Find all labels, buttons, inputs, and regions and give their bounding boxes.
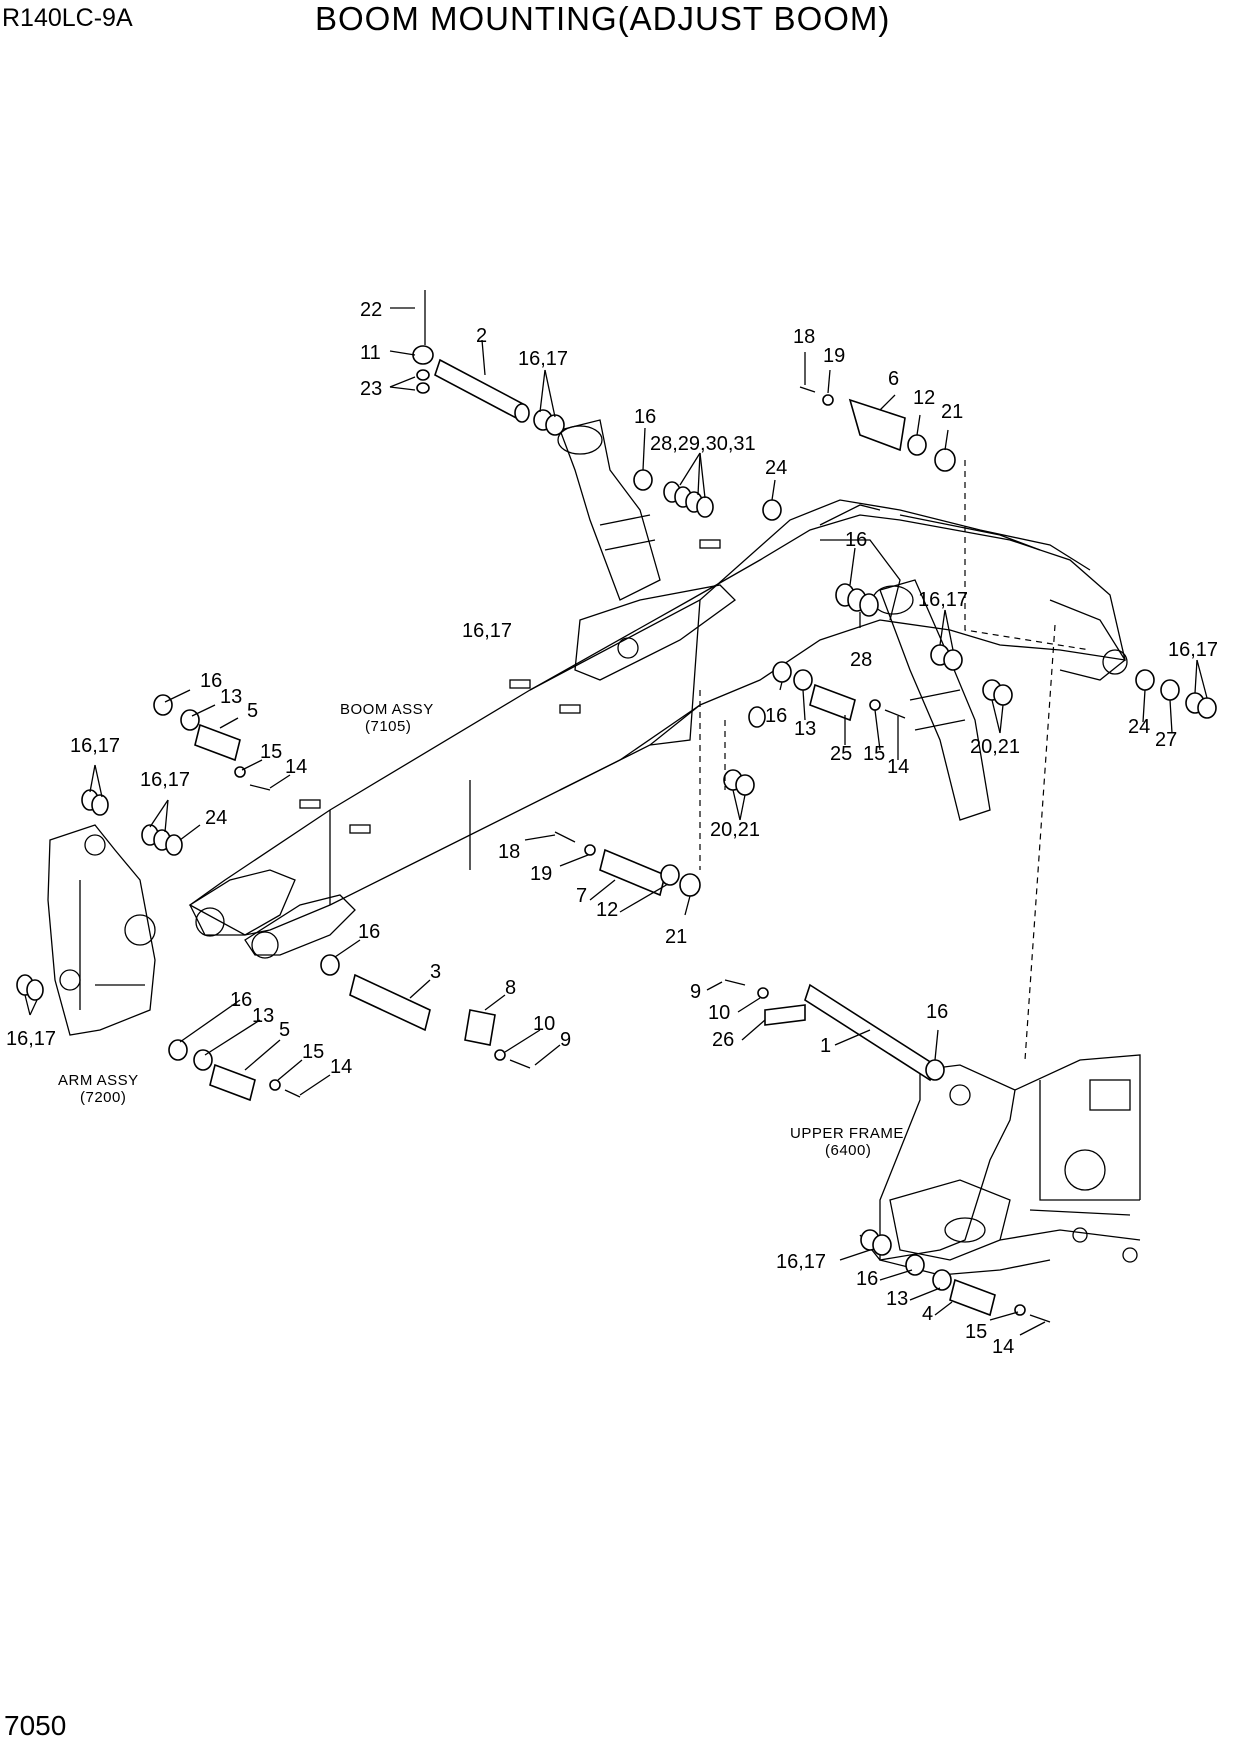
callout-24: 24 (205, 807, 227, 829)
callout-15: 15 (302, 1041, 324, 1063)
callout-12: 12 (596, 899, 618, 921)
callout-19: 19 (823, 345, 845, 367)
callout-9: 9 (560, 1029, 571, 1051)
callout-14: 14 (285, 756, 307, 778)
callout-5: 5 (247, 700, 258, 722)
callout-21: 21 (941, 401, 963, 423)
arm-assy-ref: (7200) (80, 1089, 126, 1106)
callout-13: 13 (886, 1288, 908, 1310)
callout-13: 13 (794, 718, 816, 740)
page-number: 7050 (4, 1710, 67, 1741)
callout-12: 12 (913, 387, 935, 409)
callout-16: 16 (856, 1268, 878, 1290)
loose-parts (16, 290, 1217, 1323)
callout-16-17: 16,17 (1168, 639, 1218, 661)
callout-24: 24 (765, 457, 787, 479)
callout-28-29-30-31: 28,29,30,31 (650, 433, 756, 455)
arm-assy-label: ARM ASSY (58, 1072, 139, 1089)
callout-16: 16 (200, 670, 222, 692)
callout-28: 28 (850, 649, 872, 671)
callout-15: 15 (260, 741, 282, 763)
callout-27: 27 (1155, 729, 1177, 751)
callout-16-17: 16,17 (918, 589, 968, 611)
callout-20-21: 20,21 (710, 819, 760, 841)
callout-16-17: 16,17 (518, 348, 568, 370)
callout-13: 13 (220, 686, 242, 708)
callout-9: 9 (690, 981, 701, 1003)
callout-5: 5 (279, 1019, 290, 1041)
callout-16-17: 16,17 (462, 620, 512, 642)
callout-24: 24 (1128, 716, 1150, 738)
callout-16: 16 (634, 406, 656, 428)
callout-13: 13 (252, 1005, 274, 1027)
callout-18: 18 (498, 841, 520, 863)
callout-labels: 22 11 23 2 16,17 16 28,29,30,31 18 19 6 … (6, 299, 1218, 1358)
model-number: R140LC-9A (2, 4, 133, 32)
upper-frame-label: UPPER FRAME (790, 1125, 904, 1142)
callout-10: 10 (708, 1002, 730, 1024)
callout-8: 8 (505, 977, 516, 999)
callout-16-17: 16,17 (140, 769, 190, 791)
callout-21: 21 (665, 926, 687, 948)
callout-20-21: 20,21 (970, 736, 1020, 758)
assembly-guide-lines (699, 460, 1091, 1061)
arm-assembly-drawing (47, 824, 156, 1036)
callout-15: 15 (863, 743, 885, 765)
page-title: BOOM MOUNTING(ADJUST BOOM) (315, 0, 891, 37)
callout-16-17: 16,17 (6, 1028, 56, 1050)
boom-cylinder-right (872, 579, 991, 821)
callout-2: 2 (476, 325, 487, 347)
callout-25: 25 (830, 743, 852, 765)
callout-14: 14 (992, 1336, 1014, 1358)
boom-assembly-drawing (188, 499, 1128, 959)
callout-11: 11 (360, 342, 381, 364)
callout-16: 16 (926, 1001, 948, 1023)
callout-14: 14 (330, 1056, 352, 1078)
callout-16-17: 16,17 (70, 735, 120, 757)
callout-23: 23 (360, 378, 382, 400)
callout-10: 10 (533, 1013, 555, 1035)
callout-4: 4 (922, 1303, 933, 1325)
callout-19: 19 (530, 863, 552, 885)
callout-3: 3 (430, 961, 441, 983)
callout-7: 7 (576, 885, 587, 907)
callout-16: 16 (765, 705, 787, 727)
callout-1: 1 (820, 1035, 831, 1057)
boom-cylinder-left (557, 419, 661, 601)
boom-assy-label: BOOM ASSY (340, 701, 434, 718)
callout-16: 16 (358, 921, 380, 943)
callout-26: 26 (712, 1029, 734, 1051)
upper-frame-ref: (6400) (825, 1142, 871, 1159)
callout-15: 15 (965, 1321, 987, 1343)
callout-14: 14 (887, 756, 909, 778)
callout-22: 22 (360, 299, 382, 321)
callout-16: 16 (845, 529, 867, 551)
callout-6: 6 (888, 368, 899, 390)
upper-frame-drawing (859, 1054, 1141, 1276)
boom-assy-ref: (7105) (365, 718, 411, 735)
callout-16: 16 (230, 989, 252, 1011)
callout-18: 18 (793, 326, 815, 348)
callout-16-17: 16,17 (776, 1251, 826, 1273)
leader-lines (24, 307, 1208, 1336)
